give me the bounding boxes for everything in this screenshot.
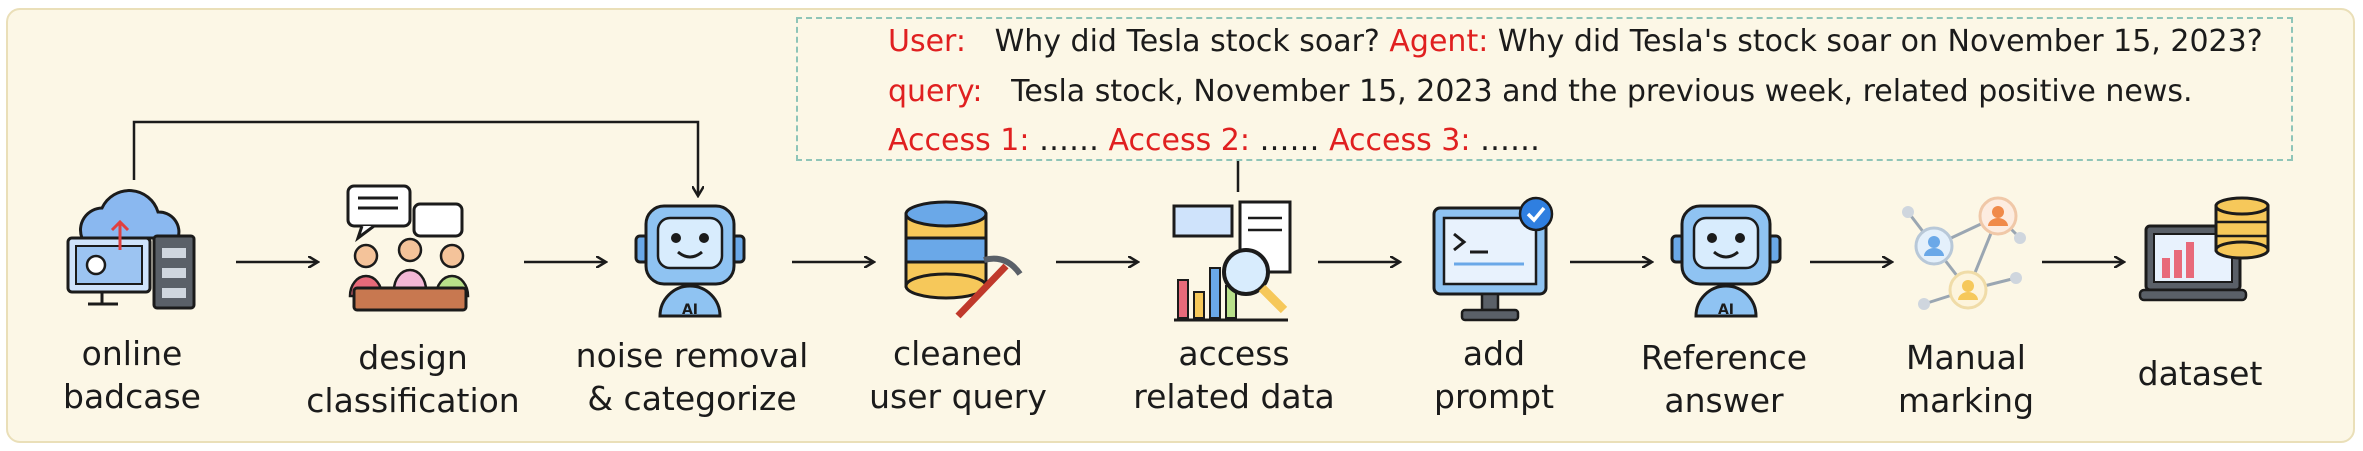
database-tools-icon bbox=[904, 200, 1023, 319]
access2-text: …… bbox=[1259, 123, 1320, 158]
step-label-noise-removal: noise removal & categorize bbox=[576, 334, 809, 420]
label-line-1: noise removal bbox=[575, 336, 809, 375]
access3-text: …… bbox=[1480, 123, 1541, 158]
feedback-arrow bbox=[132, 120, 698, 196]
query-line-3: Access 1: …… Access 2: …… Access 3: …… bbox=[888, 123, 1540, 158]
label-line-1: cleaned bbox=[892, 334, 1024, 373]
query-label: query: bbox=[888, 74, 983, 109]
laptop-database-icon bbox=[2138, 196, 2270, 302]
step-label-design-classification: design classification bbox=[306, 336, 519, 422]
svg-text:AI: AI bbox=[682, 302, 698, 318]
access1-label: Access 1: bbox=[888, 123, 1030, 158]
label-line-2: user query bbox=[869, 377, 1047, 416]
ai-robot-icon: AI bbox=[634, 204, 746, 318]
cloud-server-icon bbox=[66, 189, 196, 310]
query-text: Tesla stock, November 15, 2023 and the p… bbox=[1011, 74, 2193, 109]
query-box bbox=[796, 17, 2293, 161]
label-line-1: Manual bbox=[1906, 338, 2026, 377]
label-line-2: prompt bbox=[1433, 377, 1555, 416]
label-line-2: classification bbox=[306, 381, 520, 420]
step-label-cleaned-user-query: cleaned user query bbox=[869, 332, 1047, 418]
network-people-icon bbox=[1902, 196, 2026, 310]
step-label-online-badcase: online badcase bbox=[63, 332, 201, 418]
svg-text:AI: AI bbox=[1718, 302, 1734, 318]
user-text: Why did Tesla stock soar? bbox=[994, 24, 1380, 59]
access3-label: Access 3: bbox=[1329, 123, 1471, 158]
label-line-1: access bbox=[1178, 334, 1290, 373]
agent-label: Agent: bbox=[1389, 24, 1489, 59]
user-label: User: bbox=[888, 24, 966, 59]
agent-text: Why did Tesla's stock soar on November 1… bbox=[1497, 24, 2263, 59]
query-line-1: User: Why did Tesla stock soar? Agent: W… bbox=[888, 24, 2263, 59]
label-line-2: badcase bbox=[63, 377, 201, 416]
access1-text: …… bbox=[1038, 123, 1099, 158]
data-search-icon bbox=[1172, 200, 1292, 322]
access2-label: Access 2: bbox=[1108, 123, 1250, 158]
step-label-reference-answer: Reference answer bbox=[1641, 336, 1807, 422]
step-label-access-related-data: access related data bbox=[1133, 332, 1335, 418]
label-line-1: design bbox=[358, 338, 468, 377]
step-label-add-prompt: add prompt bbox=[1434, 332, 1554, 418]
label-line-2: related data bbox=[1133, 377, 1335, 416]
label-line-1: online bbox=[81, 334, 183, 373]
ai-robot-icon: AI bbox=[1670, 204, 1782, 318]
team-discussion-icon bbox=[346, 184, 470, 312]
query-line-2: query: Tesla stock, November 15, 2023 an… bbox=[888, 74, 2193, 109]
label-line-2: answer bbox=[1664, 381, 1784, 420]
label-line-2: marking bbox=[1897, 381, 2035, 420]
step-label-dataset: dataset bbox=[2138, 352, 2263, 395]
label-line-1: Reference bbox=[1640, 338, 1808, 377]
step-label-manual-marking: Manual marking bbox=[1898, 336, 2034, 422]
label-line-1: add bbox=[1462, 334, 1526, 373]
label-line-1: dataset bbox=[2137, 354, 2263, 393]
prompt-monitor-icon bbox=[1432, 196, 1554, 322]
label-line-2: & categorize bbox=[587, 379, 797, 418]
